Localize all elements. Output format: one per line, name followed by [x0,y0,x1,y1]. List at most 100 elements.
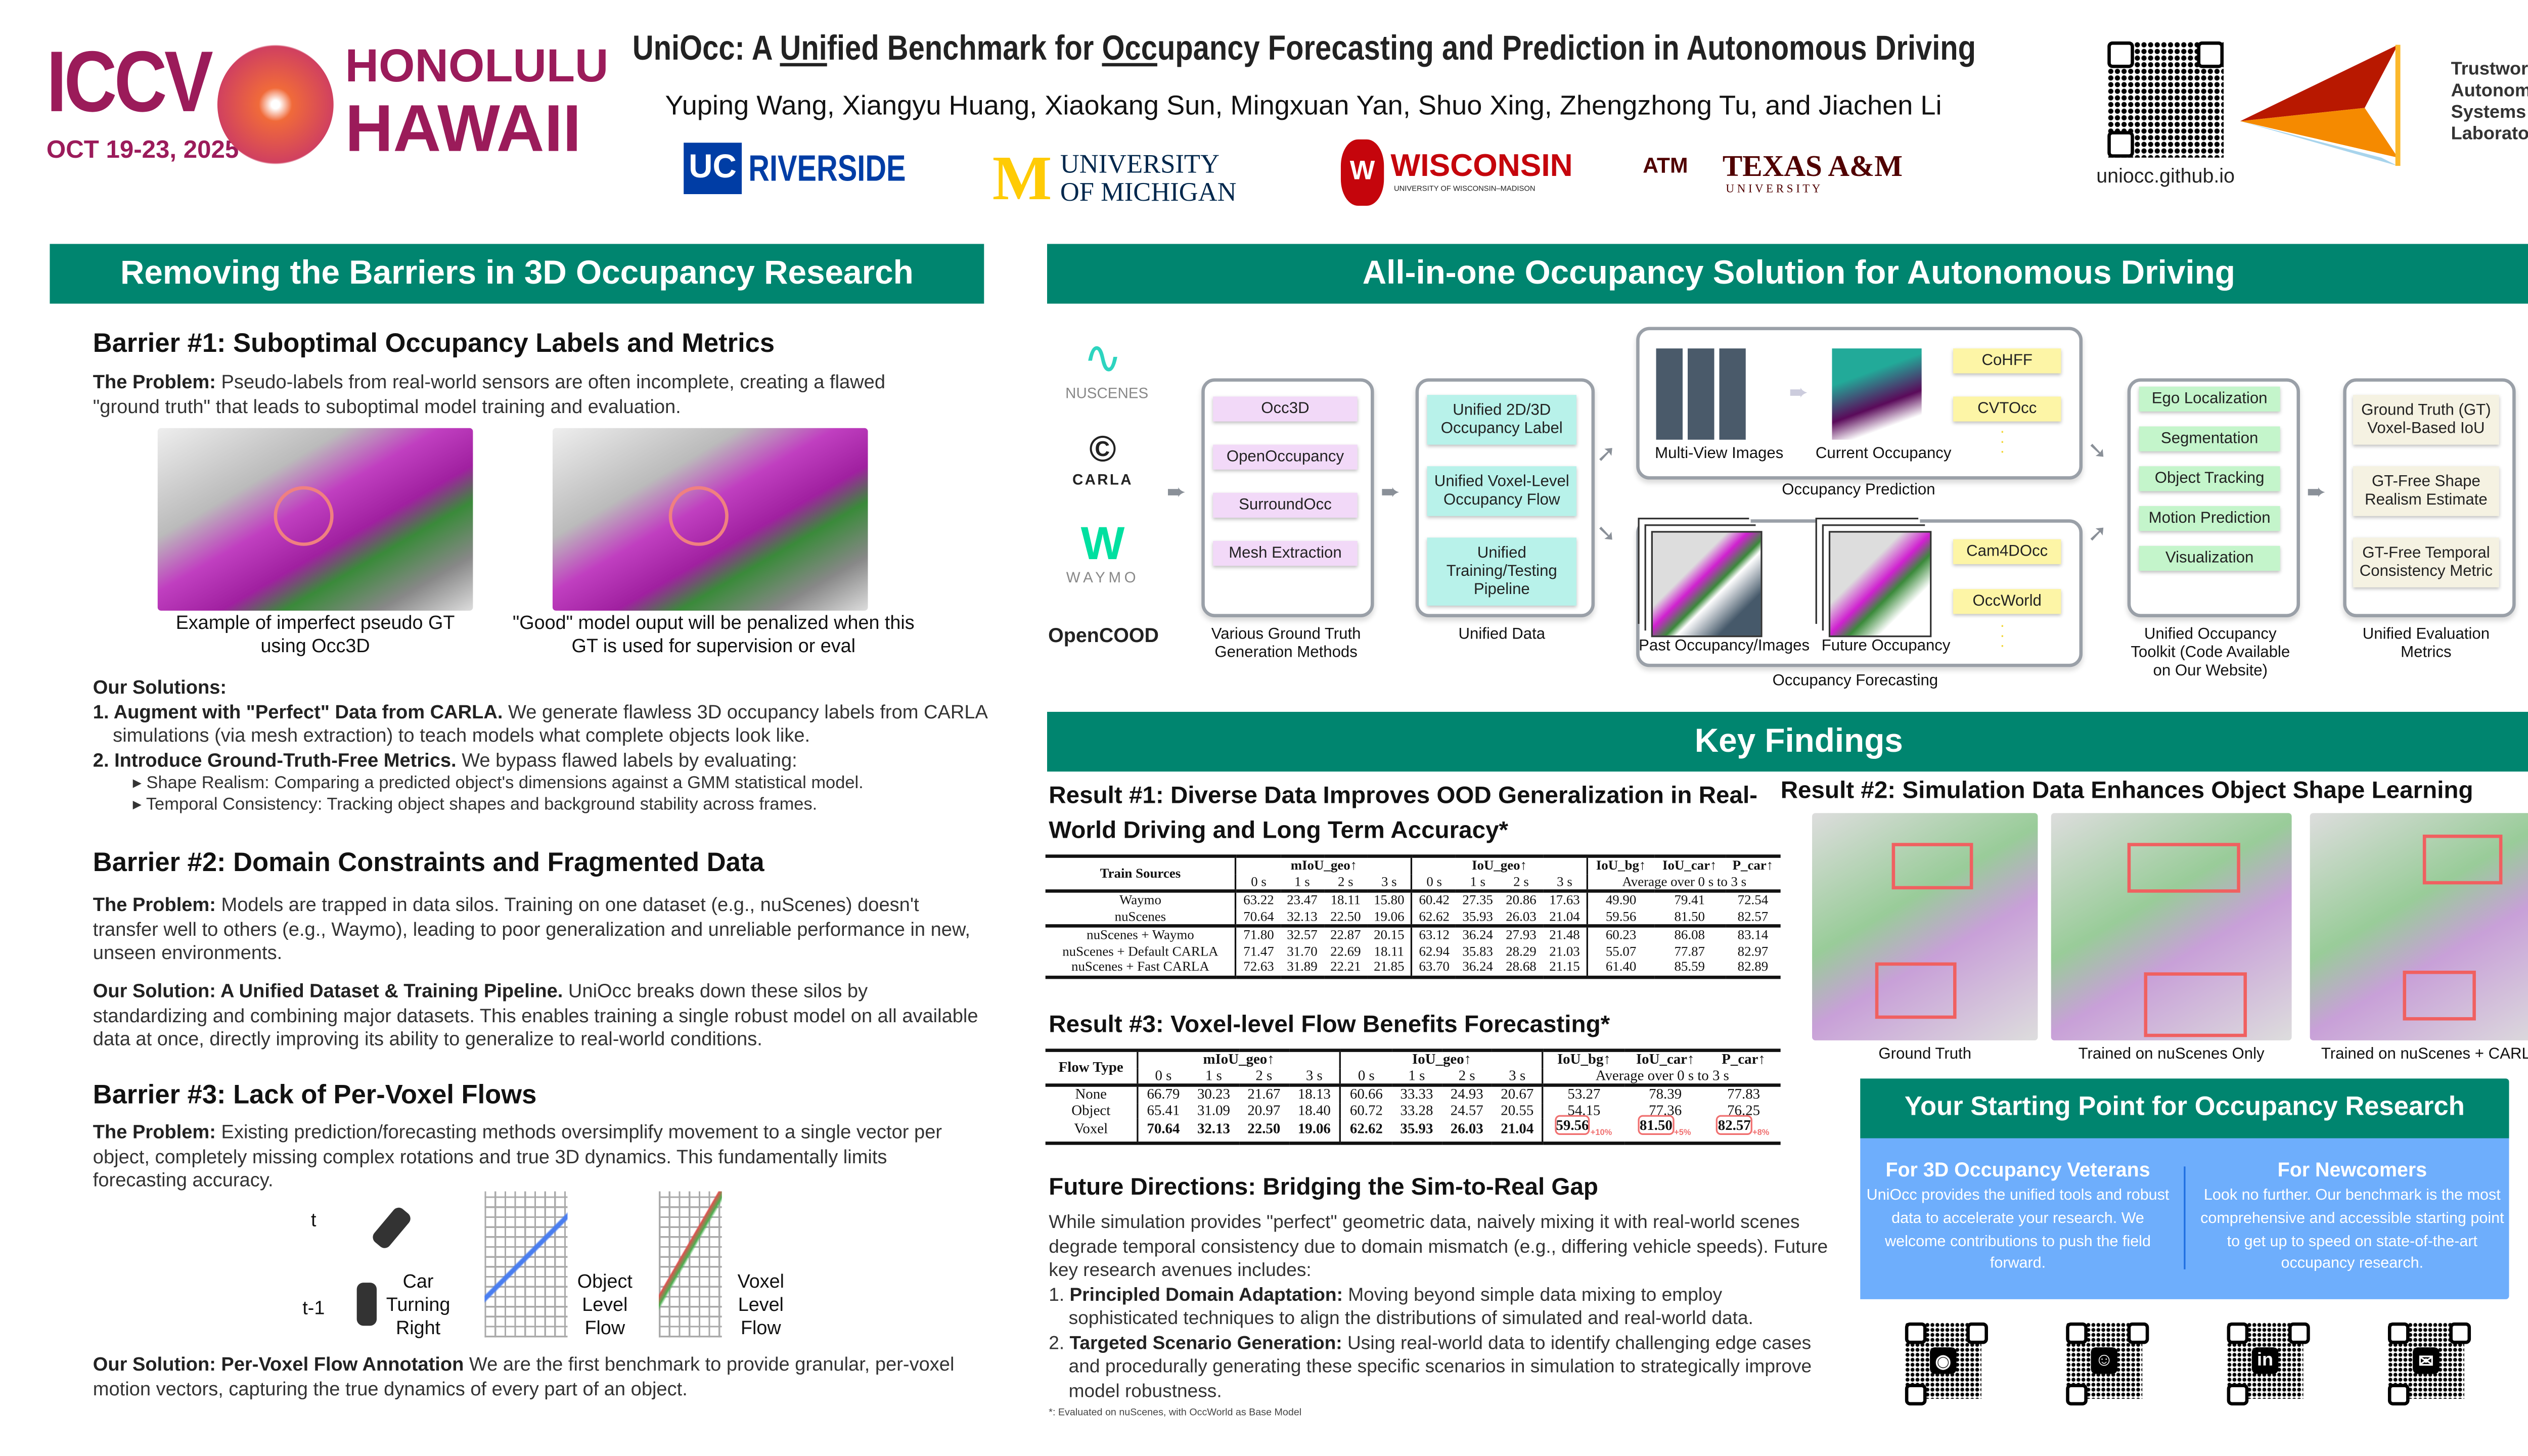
table-cell: 63.12 [1411,926,1456,943]
table-cell: 31.70 [1287,943,1318,959]
car-icon [356,1283,377,1326]
ucr-mark: UC [684,143,742,195]
label: 1. Augment with "Perfect" Data from CARL… [93,701,503,723]
toolkit-chip[interactable]: Visualization [2139,545,2280,571]
toolkit-chip[interactable]: Motion Prediction [2139,506,2280,531]
highlight-box [1875,962,1957,1019]
website-link[interactable]: uniocc.github.io [2096,164,2235,188]
wechat-qr-code[interactable]: ✉ [2387,1322,2471,1405]
table-cell: 60.66 [1339,1085,1392,1103]
table-cell: 60.72 [1339,1102,1392,1119]
diagram-caption: Unified Evaluation Metrics [2362,625,2490,662]
arrow-down-right-icon: ➘ [1596,519,1616,546]
toolkit-chip[interactable]: Object Tracking [2139,466,2280,491]
github-icon: ◉ [1930,1347,1957,1374]
divider [2184,1166,2186,1269]
huggingface-qr-code[interactable]: ☺ [2066,1322,2149,1405]
iccv-logo: ICCV OCT 19-23, 2025 HONOLULU HAWAII [46,34,609,169]
linkedin-icon: in [2251,1347,2279,1374]
column-header: IoU_car↑ [1623,1049,1707,1068]
diagram-caption: Unified Data [1458,625,1546,644]
result-1-heading: Result #1: Diverse Data Improves OOD Gen… [1049,783,1758,845]
table-cell: 77.87 [1674,943,1705,959]
table-cell: 72.54 [1737,892,1769,908]
tamu-sub: U N I V E R S I T Y [1726,183,1821,196]
table-cell: 19.06 [1367,908,1412,928]
qr-finder [2288,1322,2310,1344]
table-cell: 62.94 [1411,943,1456,960]
diagram-caption: Unified Occupancy Toolkit (Code Availabl… [2131,625,2290,680]
bullet: Temporal Consistency: Tracking object sh… [146,795,818,815]
hibiscus-icon [217,44,334,164]
table-cell: 31.89 [1280,959,1324,978]
arrow-up-right-icon: ➚ [1596,439,1616,467]
image-caption: Example of imperfect pseudo GT using Occ… [175,614,455,657]
text: Pseudo-labels from real-world sensors ar… [93,372,886,418]
veterans-text: UniOcc provides the unified tools and ro… [1866,1186,2170,1272]
more-dots: ··· [1999,617,2005,656]
past-occupancy-images [1651,531,1763,638]
waymo-icon: W [1080,518,1125,569]
table-cell: 21.85 [1367,959,1412,978]
carla-icon: © [1089,428,1116,470]
arrow-right-icon: ➨ [1380,478,1401,505]
highlight-circle [668,486,729,546]
car-turning-label: Car Turning Right [386,1272,450,1339]
table-cell: 33.33 [1400,1085,1433,1102]
source-name: NUSCENES [1065,385,1149,402]
barrier-2-solution: Our Solution: A Unified Dataset & Traini… [93,981,981,1053]
object-flow-voxels [484,1191,568,1338]
title-part: UniOcc: A [631,30,780,68]
metric-chip: GT-Free Shape Realism Estimate [2353,466,2499,516]
row-label: Voxel [1045,1118,1138,1146]
table-cell: 53.27 [1542,1085,1624,1103]
metric-chip: Ground Truth (GT) Voxel-Based IoU [2353,395,2499,445]
huggingface-icon: ☺ [2091,1347,2117,1374]
table-cell: 22.50 [1239,1118,1289,1146]
website-qr-code[interactable] [2107,41,2224,158]
table-cell: 35.93 [1456,908,1500,928]
table-cell: 62.62 [1411,908,1456,928]
highlight-box [2422,834,2503,885]
current-occupancy-image [1832,348,1922,440]
toolkit-chip[interactable]: Ego Localization [2139,386,2280,412]
table-cell: 60.42 [1411,891,1456,908]
barrier-3-solution: Our Solution: Per-Voxel Flow Annotation … [93,1354,981,1402]
table-cell: 82.89 [1725,959,1781,978]
qr-finder [2107,41,2134,68]
voxel-flow-voxels [658,1191,722,1338]
arrow-down-right-icon: ➘ [2087,436,2107,463]
table-cell: 27.93 [1506,927,1537,943]
gain-label: +10% [1590,1128,1612,1138]
time-header: 3 s [1543,874,1588,893]
image-caption: Trained on nuScenes Only [2078,1045,2265,1064]
linkedin-qr-code[interactable]: in [2227,1322,2310,1405]
table-cell: 62.62 [1339,1118,1392,1146]
text: Moving beyond simple data mixing to empl… [1068,1285,1753,1329]
table-cell: 77.36 [1649,1101,1682,1118]
toolkit-chip[interactable]: Segmentation [2139,426,2280,451]
table-cell: 76.25 [1727,1101,1760,1118]
text: Models are trapped in data silos. Traini… [93,894,970,964]
model-chip: OccWorld [1953,589,2061,614]
column-group-header: mIoU_geo↑ [1136,1049,1340,1068]
highlighted-value: 81.50 [1638,1115,1675,1135]
model-chip: CoHFF [1953,348,2061,374]
starting-point-panel: For 3D Occupancy Veterans UniOcc provide… [1860,1138,2509,1299]
table-cell: 22.69 [1330,943,1361,959]
nuscenes-icon: ∿ [1083,332,1122,384]
opencood-logo: OpenCOOD [1048,624,1159,648]
conf-logo-text: ICCV [46,34,213,131]
table-cell: 77.83 [1727,1085,1760,1102]
title-part: Uni [779,30,827,68]
github-qr-code[interactable]: ◉ [1905,1322,1988,1405]
table-cell: 20.55 [1501,1101,1534,1118]
nuscenes-logo: ∿NUSCENES [1065,332,1149,402]
